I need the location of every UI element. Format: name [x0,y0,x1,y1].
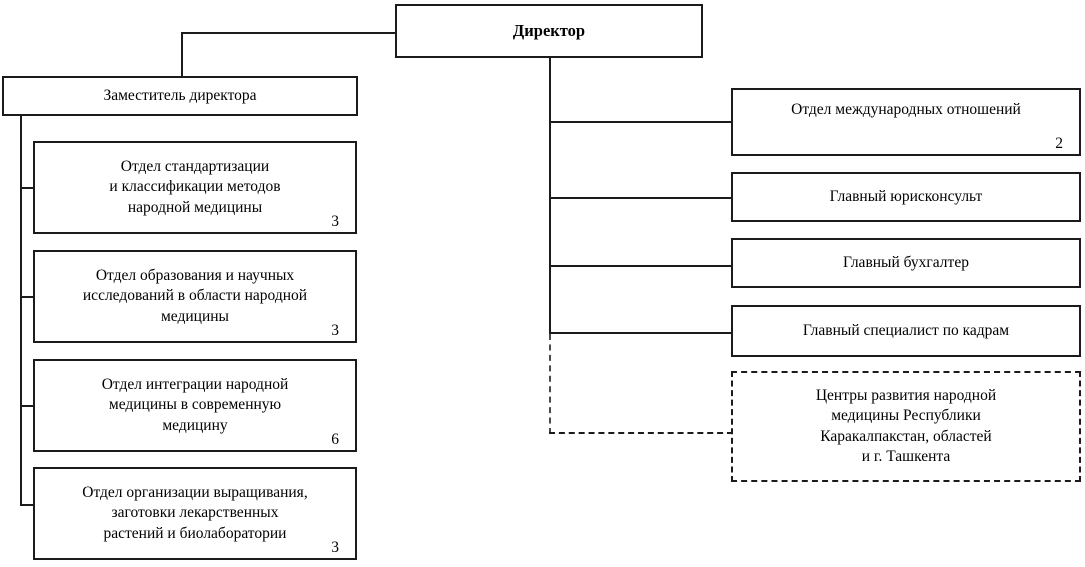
node-dept-cultivation-count: 3 [331,538,339,556]
node-chief-hr-specialist-label: Главный специалист по кадрам [802,321,1010,339]
node-dept-cultivation[interactable]: Отдел организации выращивания, заготовки… [33,467,357,560]
connector-left-trunk [20,114,22,505]
node-director-label: Директор [512,21,586,41]
connector-left-stub-2 [20,296,35,298]
node-chief-legal-counsel-label: Главный юрисконсульт [829,187,983,205]
node-dept-education-research[interactable]: Отдел образования и научных исследований… [33,250,357,343]
node-dept-international-relations[interactable]: Отдел международных отношений 2 [731,88,1081,156]
connector-right-trunk [549,56,551,334]
connector-right-branch-4 [549,332,732,334]
node-dept-education-research-label: Отдел образования и научных исследований… [82,267,308,325]
connector-director-to-deputy-vertical [181,32,183,77]
connector-left-stub-1 [20,187,35,189]
node-chief-accountant-label: Главный бухгалтер [843,253,969,271]
connector-dashed-trunk [549,334,551,434]
node-dept-integration-count: 6 [331,430,339,448]
connector-left-stub-4 [20,504,35,506]
connector-right-branch-3 [549,265,732,267]
connector-right-branch-2 [549,197,732,199]
node-dept-integration-label: Отдел интеграции народной медицины в сов… [101,376,289,434]
node-dept-cultivation-label: Отдел организации выращивания, заготовки… [82,484,308,542]
node-director[interactable]: Директор [395,4,703,58]
node-dept-standardization-count: 3 [331,212,339,230]
node-deputy-director[interactable]: Заместитель директора [2,76,358,116]
connector-right-branch-1 [549,121,732,123]
node-dept-integration[interactable]: Отдел интеграции народной медицины в сов… [33,359,357,452]
connector-left-stub-3 [20,405,35,407]
node-deputy-director-label: Заместитель директора [103,86,257,104]
node-chief-accountant[interactable]: Главный бухгалтер [731,238,1081,288]
node-dept-standardization[interactable]: Отдел стандартизации и классификации мет… [33,141,357,234]
node-regional-centers[interactable]: Центры развития народной медицины Респуб… [731,371,1081,482]
node-regional-centers-label: Центры развития народной медицины Респуб… [815,387,997,465]
node-dept-standardization-label: Отдел стандартизации и классификации мет… [109,158,281,216]
node-dept-international-relations-count: 2 [1055,134,1063,152]
connector-director-to-deputy-horizontal [181,32,396,34]
node-chief-legal-counsel[interactable]: Главный юрисконсульт [731,172,1081,222]
connector-dashed-branch [549,432,733,434]
node-dept-international-relations-label: Отдел международных отношений [791,101,1021,118]
node-dept-education-research-count: 3 [331,321,339,339]
node-chief-hr-specialist[interactable]: Главный специалист по кадрам [731,305,1081,357]
